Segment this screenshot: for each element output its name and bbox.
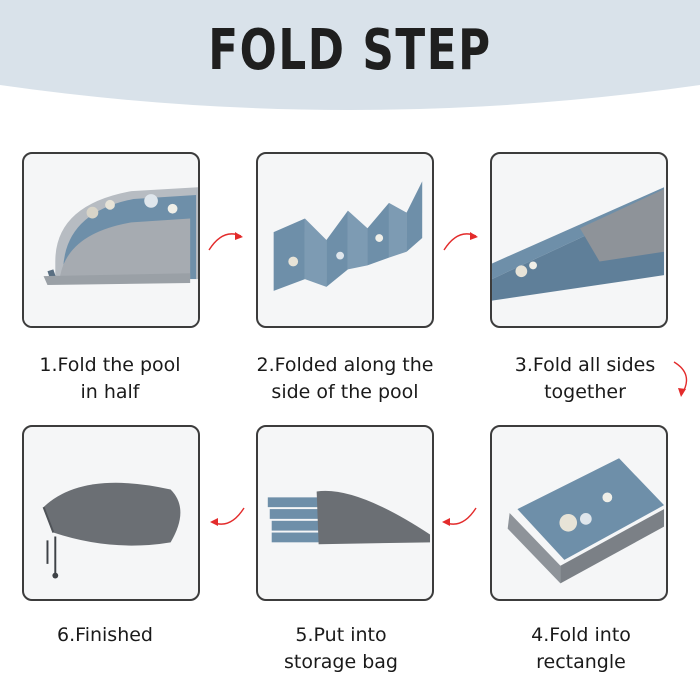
drawstring-bag-illustration	[42, 482, 181, 579]
page-title: FOLD STEP	[208, 18, 492, 83]
folded-rectangle-illustration	[507, 458, 665, 584]
pool-in-bag-illustration	[267, 490, 431, 545]
arrow-step3-to-step4	[673, 361, 688, 397]
step-5-caption: 5.Put into storage bag	[284, 624, 398, 673]
arrow-step4-to-step5	[442, 507, 477, 526]
arrow-step2-to-step3	[443, 232, 478, 251]
step-3-caption: 3.Fold all sides together	[514, 354, 656, 403]
step-6-image	[22, 425, 200, 601]
step-4-image	[490, 425, 668, 601]
folded-wedge-illustration	[492, 187, 665, 301]
step-5-image	[256, 425, 434, 601]
step-6-caption: 6.Finished	[57, 624, 153, 646]
step-1-image	[22, 152, 200, 328]
header-band	[0, 0, 700, 110]
step-1-caption: 1.Fold the pool in half	[39, 354, 181, 403]
zigzag-wall-illustration	[273, 181, 423, 291]
step-2-caption: 2.Folded along the side of the pool	[256, 354, 434, 403]
arrow-step1-to-step2	[208, 232, 243, 251]
step-4-caption: 4.Fold into rectangle	[531, 624, 631, 673]
step-2-image	[256, 152, 434, 328]
arrow-step5-to-step6	[210, 507, 245, 526]
step-3-image	[490, 152, 668, 328]
half-circle-pool-illustration	[24, 187, 198, 326]
